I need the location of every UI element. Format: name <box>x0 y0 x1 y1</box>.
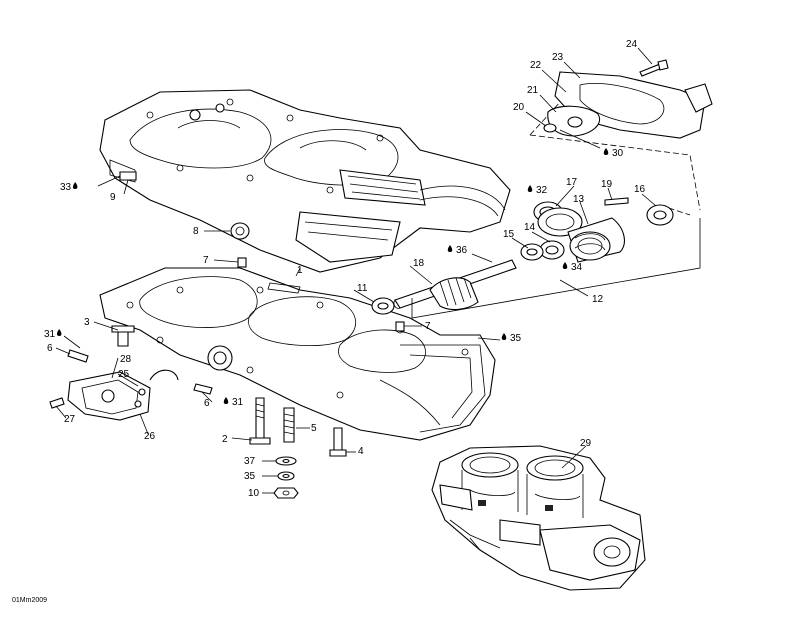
callout-c31b: 31 <box>232 397 244 408</box>
callout-c12: 12 <box>592 294 604 305</box>
upper-crankcase <box>99 89 511 273</box>
callout-c24: 24 <box>626 39 638 50</box>
callout-c26: 26 <box>144 431 156 442</box>
callout-c22: 22 <box>530 60 542 71</box>
figure-code: 01Mm2009 <box>12 597 47 604</box>
callout-c28: 28 <box>120 354 132 365</box>
adhesive-drop-icon <box>562 262 568 269</box>
leader-lines <box>55 47 657 494</box>
engine-assembly <box>431 445 646 591</box>
adhesive-drop-icon <box>56 329 62 336</box>
callout-c30: 30 <box>612 148 624 159</box>
callout-c21: 21 <box>527 85 539 96</box>
rotary-valve-cover <box>543 59 713 139</box>
callout-c14: 14 <box>524 222 536 233</box>
callout-c18: 18 <box>413 258 425 269</box>
callout-c16: 16 <box>634 184 646 195</box>
callout-c9: 9 <box>110 192 116 203</box>
callout-c19: 19 <box>601 179 613 190</box>
callout-c34: 34 <box>571 262 583 273</box>
callout-c32: 32 <box>536 185 548 196</box>
oil-pump <box>49 325 213 421</box>
callout-c31a: 31 <box>44 329 56 340</box>
callout-c6b: 6 <box>204 398 210 409</box>
adhesive-drop-icon <box>603 148 609 155</box>
adhesive-drop-icon <box>501 333 507 340</box>
callout-c15: 15 <box>503 229 515 240</box>
lower-crankcase <box>99 267 496 441</box>
callout-c23: 23 <box>552 52 564 63</box>
callout-c10: 10 <box>248 488 260 499</box>
callout-c2: 2 <box>222 434 228 445</box>
callout-c37: 37 <box>244 456 256 467</box>
callout-c25: 25 <box>118 369 130 380</box>
adhesive-drop-icon <box>447 245 453 252</box>
callout-c1: 1 <box>297 265 303 276</box>
callout-c17: 17 <box>566 177 578 188</box>
callout-c29: 29 <box>580 438 592 449</box>
adhesive-drop-icon <box>223 397 229 404</box>
callout-c5: 5 <box>311 423 317 434</box>
callout-c7b: 7 <box>425 321 431 332</box>
callout-c36: 36 <box>456 245 468 256</box>
callout-c27: 27 <box>64 414 76 425</box>
callout-c11: 11 <box>357 283 368 294</box>
callout-c35b: 35 <box>244 471 256 482</box>
callout-c13: 13 <box>573 194 585 205</box>
callout-c33: 33 <box>60 182 72 193</box>
callout-c7a: 7 <box>203 255 209 266</box>
adhesive-drop-icon <box>527 185 533 192</box>
adhesive-drop-icon <box>72 182 78 189</box>
callout-c3: 3 <box>84 317 90 328</box>
callout-c8: 8 <box>193 226 199 237</box>
callout-c35: 35 <box>510 333 522 344</box>
drive-shaft-assembly <box>371 99 701 319</box>
callout-c20: 20 <box>513 102 525 113</box>
callout-c4: 4 <box>358 446 364 457</box>
callout-c6a: 6 <box>47 343 53 354</box>
